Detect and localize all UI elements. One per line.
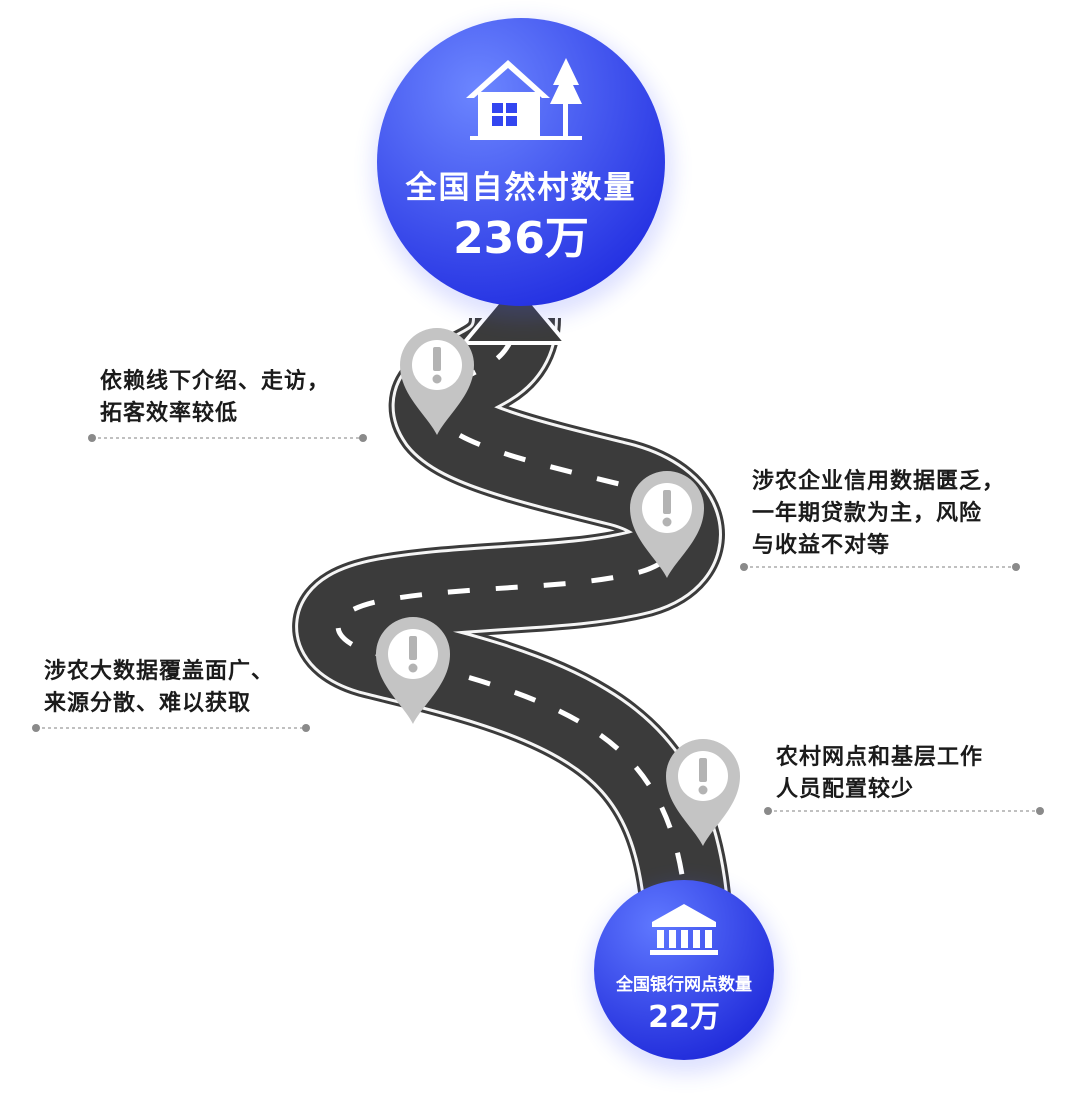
top-circle-shape — [377, 18, 665, 306]
leader-lines — [32, 434, 1044, 815]
callout-4: 农村网点和基层工作 人员配置较少 — [776, 742, 983, 806]
callout-line: 人员配置较少 — [776, 777, 915, 802]
callout-3: 涉农大数据覆盖面广、 来源分散、难以获取 — [44, 656, 274, 720]
top-circle-label: 全国自然村数量 — [405, 170, 637, 206]
callout-line: 与收益不对等 — [752, 533, 891, 558]
bottom-circle-label: 全国银行网点数量 — [616, 975, 752, 995]
top-circle-value: 236万 — [453, 213, 589, 264]
bottom-circle-value: 22万 — [648, 1000, 720, 1035]
callout-line: 涉农企业信用数据匮乏， — [752, 469, 1006, 494]
warning-pin-icon — [400, 328, 474, 435]
callout-line: 拓客效率较低 — [100, 401, 239, 426]
callout-line: 涉农大数据覆盖面广、 — [44, 659, 275, 684]
bottom-circle-shape — [594, 880, 774, 1060]
warning-pin-icon — [666, 739, 740, 846]
bank-icon — [650, 904, 718, 955]
bottom-circle — [590, 880, 782, 1074]
callout-line: 一年期贷款为主，风险 — [752, 501, 983, 526]
top-circle — [373, 18, 673, 320]
house-tree-icon — [466, 58, 582, 140]
callout-line: 来源分散、难以获取 — [44, 691, 252, 716]
warning-pin-icon — [630, 471, 704, 578]
warning-pin-icon — [376, 617, 450, 724]
leader-line-1 — [88, 434, 367, 442]
callout-1: 依赖线下介绍、走访， 拓客效率较低 — [100, 366, 330, 430]
callout-line: 依赖线下介绍、走访， — [100, 369, 331, 394]
callout-2: 涉农企业信用数据匮乏， 一年期贷款为主，风险 与收益不对等 — [752, 466, 1005, 562]
leader-line-4 — [764, 807, 1044, 815]
leader-line-3 — [32, 724, 310, 732]
warning-pins — [376, 328, 740, 846]
callout-line: 农村网点和基层工作 — [776, 745, 984, 770]
leader-line-2 — [740, 563, 1020, 571]
